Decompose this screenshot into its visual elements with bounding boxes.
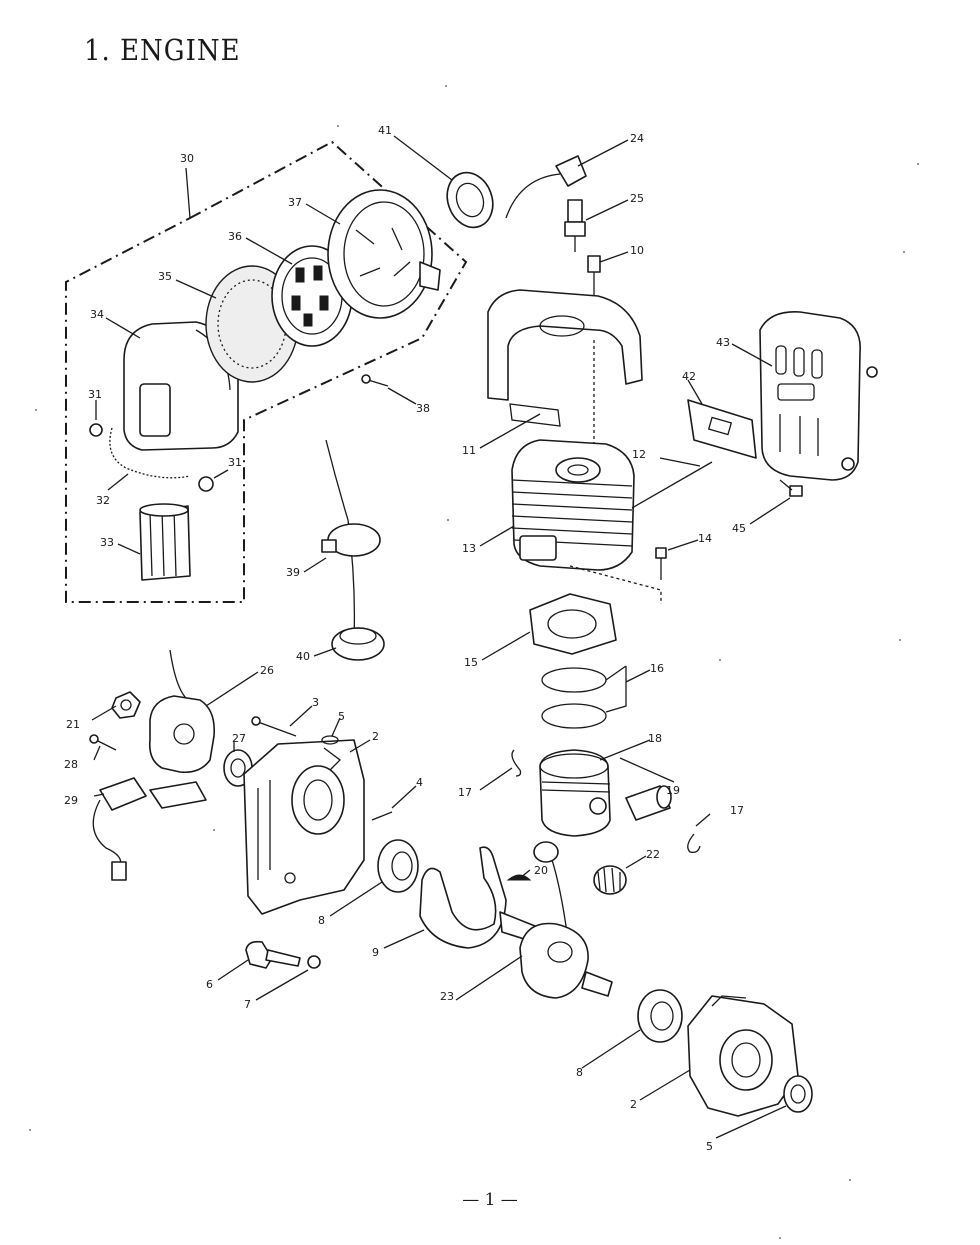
callout-14: 14 bbox=[698, 532, 712, 545]
callout-24: 24 bbox=[630, 132, 644, 145]
callout-38: 38 bbox=[416, 402, 430, 415]
callout-8b: 8 bbox=[576, 1066, 583, 1079]
o-ring-31a-part bbox=[89, 423, 103, 437]
muffler-part bbox=[759, 311, 878, 481]
callout-26: 26 bbox=[260, 664, 274, 677]
callout-29: 29 bbox=[64, 794, 78, 807]
nut-21-part bbox=[111, 691, 141, 719]
callout-40: 40 bbox=[296, 650, 310, 663]
bolt-14-part bbox=[569, 547, 667, 604]
circlip-17b-part bbox=[687, 833, 701, 854]
callout-30: 30 bbox=[180, 152, 194, 165]
screw-28-part bbox=[89, 734, 117, 751]
callout-33: 33 bbox=[100, 536, 114, 549]
callout-20: 20 bbox=[534, 864, 548, 877]
decompression-valve-part bbox=[587, 255, 601, 452]
callout-2b: 2 bbox=[630, 1098, 637, 1111]
screw-7-part bbox=[307, 955, 321, 969]
cable-clamp-part bbox=[245, 940, 301, 969]
plug-cap-part bbox=[505, 155, 587, 219]
callout-21: 21 bbox=[66, 718, 80, 731]
leader-lines bbox=[91, 135, 791, 1139]
callout-39: 39 bbox=[286, 566, 300, 579]
callout-35: 35 bbox=[158, 270, 172, 283]
piston-pin-part bbox=[625, 785, 672, 821]
callout-5a: 5 bbox=[338, 710, 345, 723]
callout-4: 4 bbox=[416, 776, 423, 789]
oil-seal-5-part bbox=[783, 1075, 813, 1113]
choke-block-part bbox=[139, 503, 191, 581]
callout-5b: 5 bbox=[706, 1140, 713, 1153]
callout-9: 9 bbox=[372, 946, 379, 959]
switch-wire-part bbox=[92, 777, 207, 881]
callout-17a: 17 bbox=[458, 786, 472, 799]
circlip-17a-part bbox=[511, 749, 522, 777]
oil-seal-5-upper-part bbox=[321, 735, 339, 745]
scan-specks bbox=[29, 85, 919, 1239]
crankshaft-part bbox=[499, 841, 613, 999]
woodruff-key-part bbox=[506, 874, 532, 881]
gasket-41-part bbox=[446, 171, 494, 229]
callout-43: 43 bbox=[716, 336, 730, 349]
crankcase-left-part bbox=[243, 739, 365, 915]
bolt-3-part bbox=[251, 716, 297, 737]
page-number: — 1 — bbox=[462, 1190, 518, 1210]
bearing-8a-part bbox=[377, 839, 419, 893]
callout-37: 37 bbox=[288, 196, 302, 209]
crankcase-right-part bbox=[687, 995, 799, 1117]
callout-16: 16 bbox=[650, 662, 664, 675]
o-ring-31b-part bbox=[198, 476, 214, 492]
ignition-coil-part bbox=[148, 649, 216, 774]
callout-31a: 31 bbox=[88, 388, 102, 401]
callout-12: 12 bbox=[632, 448, 646, 461]
air-cleaner-assembly-boundary bbox=[65, 140, 468, 603]
air-cleaner-cover-part bbox=[123, 321, 239, 451]
callout-27: 27 bbox=[232, 732, 246, 745]
callout-18: 18 bbox=[648, 732, 662, 745]
callout-22: 22 bbox=[646, 848, 660, 861]
piston-rings-part bbox=[541, 667, 607, 729]
callout-31b: 31 bbox=[228, 456, 242, 469]
callout-45: 45 bbox=[732, 522, 746, 535]
cylinder-gasket-part bbox=[529, 593, 617, 655]
page-title: 1. ENGINE bbox=[84, 34, 241, 68]
crankcase-gasket-part bbox=[419, 846, 507, 949]
screw-38-part bbox=[361, 374, 389, 387]
callout-3: 3 bbox=[312, 696, 319, 709]
callout-34: 34 bbox=[90, 308, 104, 321]
callout-32: 32 bbox=[96, 494, 110, 507]
callout-17b: 17 bbox=[730, 804, 744, 817]
callout-41: 41 bbox=[378, 124, 392, 137]
cylinder-part bbox=[511, 439, 635, 571]
callout-11: 11 bbox=[462, 444, 476, 457]
callout-10: 10 bbox=[630, 244, 644, 257]
callout-28: 28 bbox=[64, 758, 78, 771]
clamp-hose-part bbox=[321, 439, 381, 641]
callout-6: 6 bbox=[206, 978, 213, 991]
callout-8a: 8 bbox=[318, 914, 325, 927]
callout-15: 15 bbox=[464, 656, 478, 669]
callout-42: 42 bbox=[682, 370, 696, 383]
callout-7: 7 bbox=[244, 998, 251, 1011]
callout-36: 36 bbox=[228, 230, 242, 243]
callout-19: 19 bbox=[666, 784, 680, 797]
callout-labels: 30 41 24 37 25 36 35 10 34 43 42 31 38 1… bbox=[64, 124, 746, 1153]
grommet-part bbox=[331, 627, 385, 661]
air-cleaner-case-part bbox=[327, 189, 441, 319]
stud-bolt-part bbox=[631, 461, 713, 509]
callout-2a: 2 bbox=[372, 730, 379, 743]
cylinder-cover-part bbox=[487, 289, 643, 427]
bearing-8b-part bbox=[637, 989, 683, 1043]
callout-23: 23 bbox=[440, 990, 454, 1003]
piston-part bbox=[539, 749, 611, 837]
needle-bearing-part bbox=[593, 865, 627, 895]
dowel-pin-4-part bbox=[371, 811, 393, 821]
callout-25: 25 bbox=[630, 192, 644, 205]
callout-13: 13 bbox=[462, 542, 476, 555]
exhaust-gasket-part bbox=[687, 399, 757, 459]
spark-plug-part bbox=[564, 199, 586, 252]
bolt-45-part bbox=[779, 479, 803, 497]
